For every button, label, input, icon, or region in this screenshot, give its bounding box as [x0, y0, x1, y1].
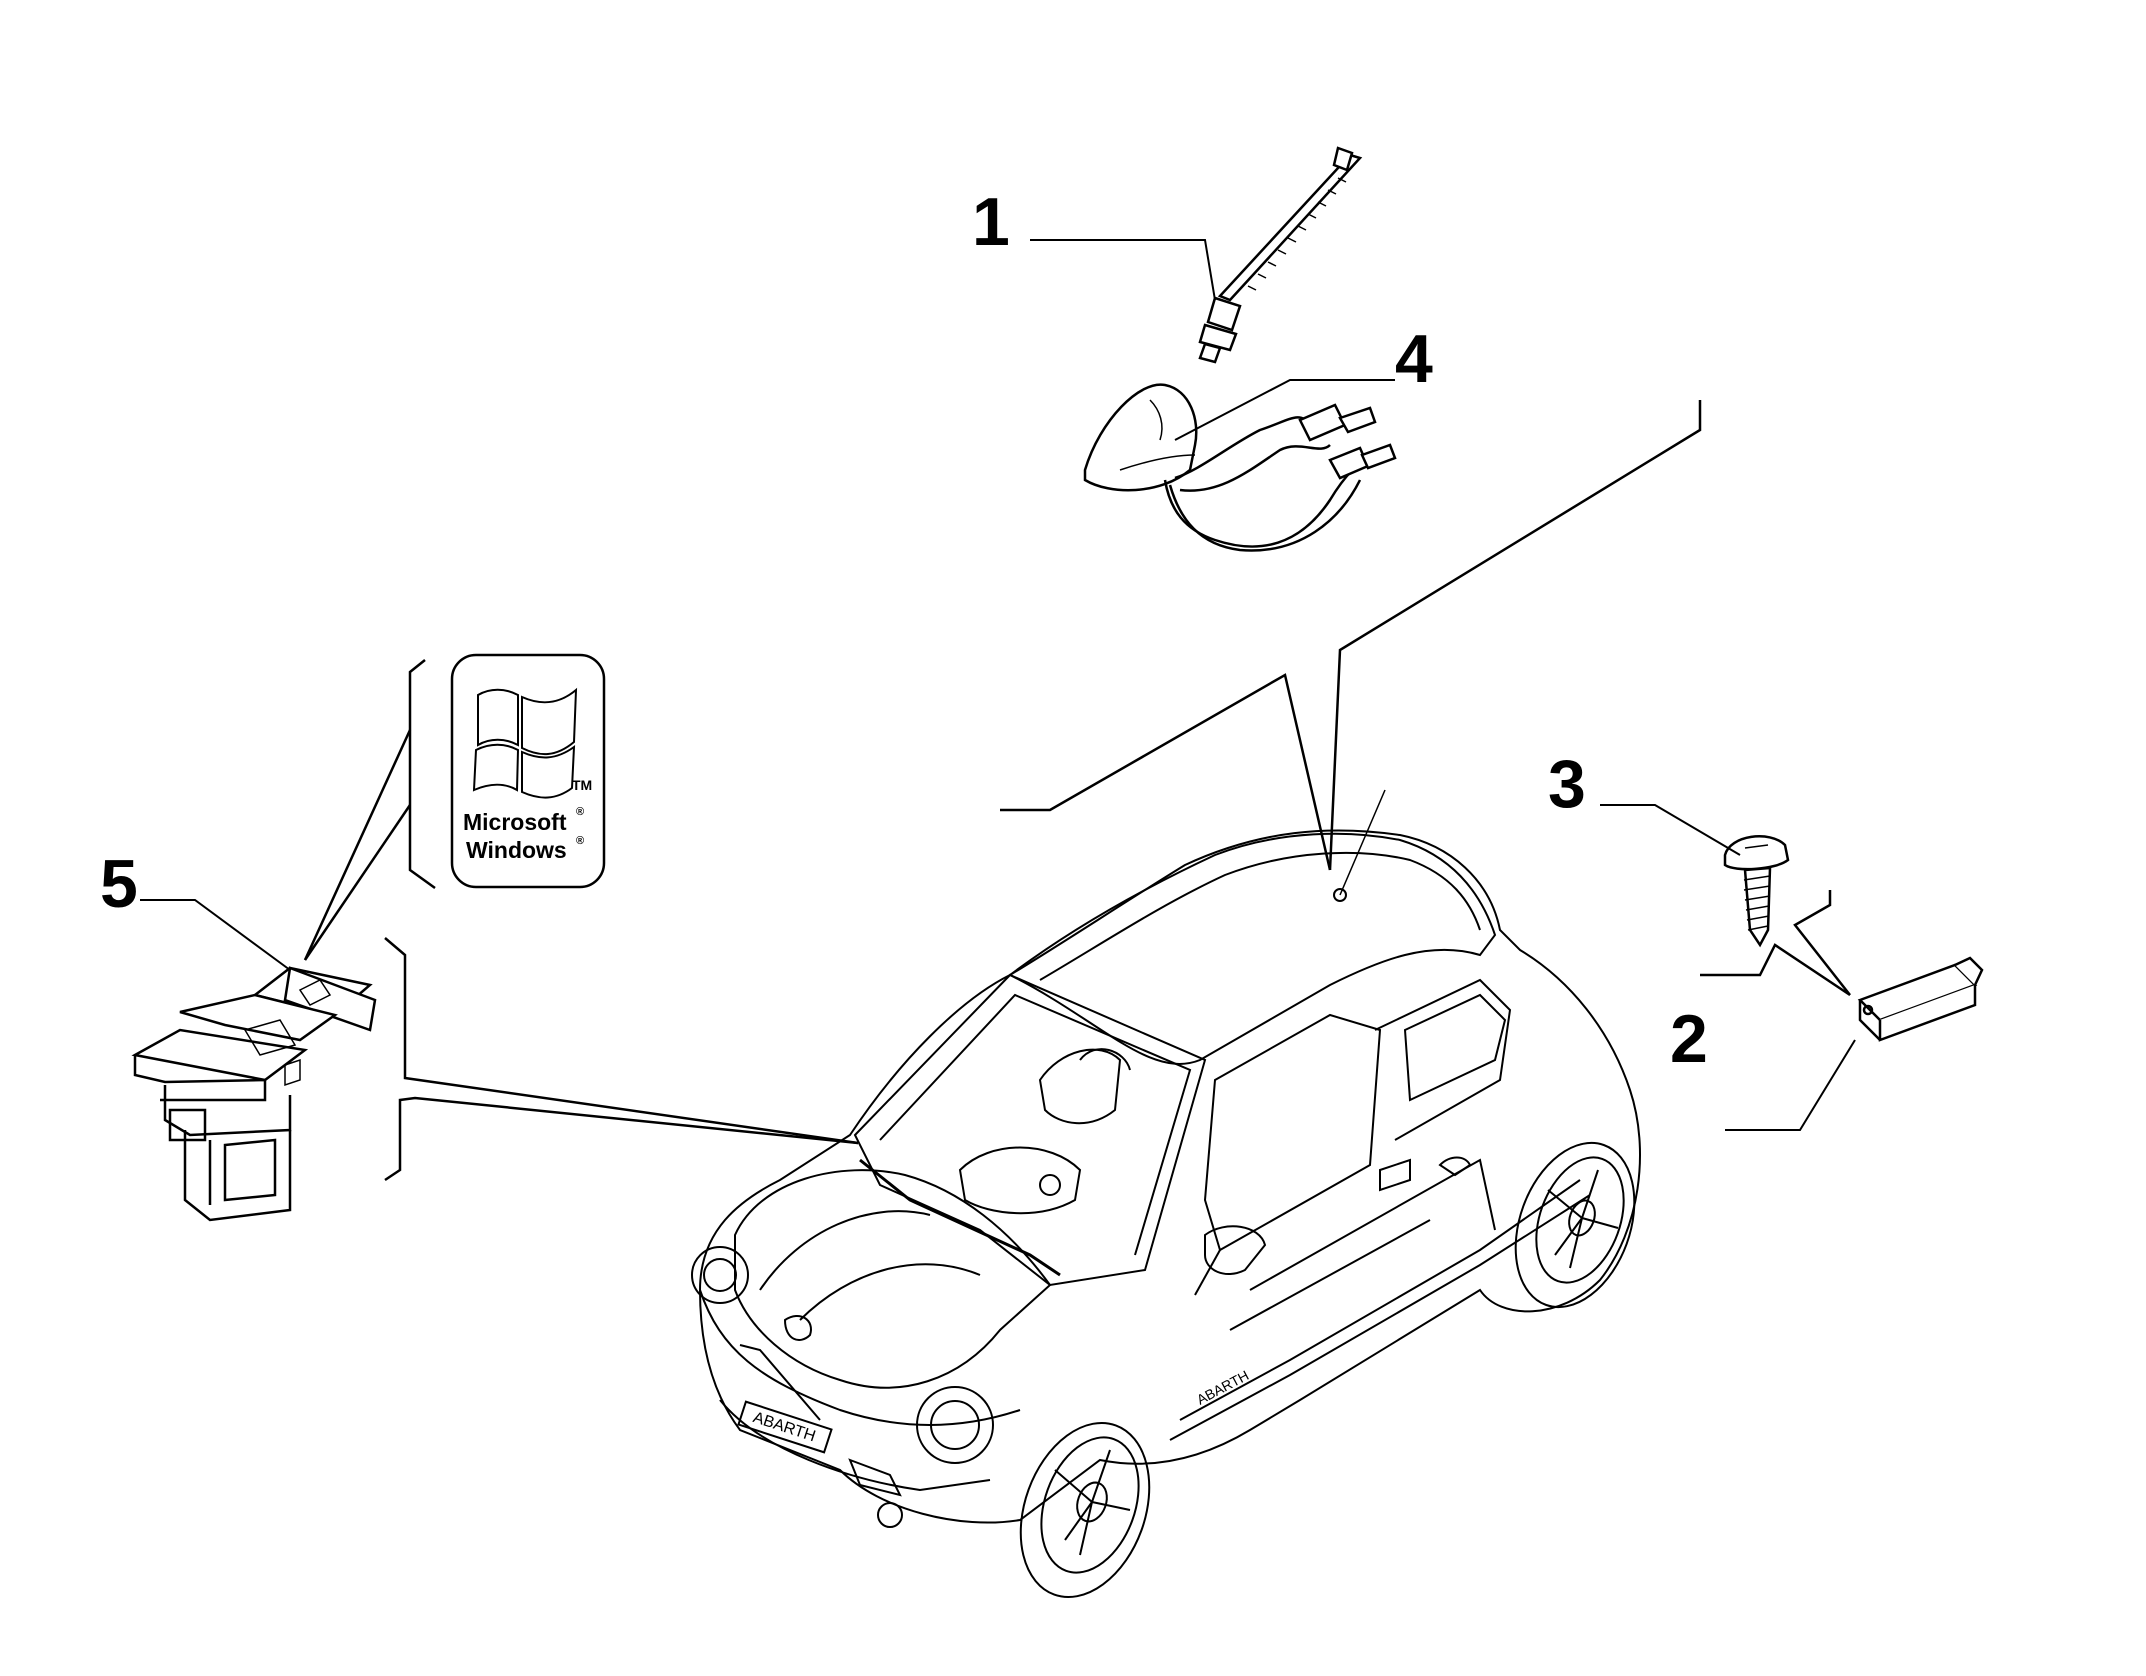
badge-trademark: TM [572, 777, 592, 793]
callout-1: 1 [972, 184, 1010, 260]
callout-5: 5 [100, 846, 138, 922]
badge-registered-mark-1: ® [576, 806, 584, 818]
screw [1600, 804, 1790, 948]
windows-flag-icon [472, 687, 578, 799]
unit-leader-lines [384, 937, 859, 1182]
callout-3: 3 [1548, 746, 1586, 822]
callout-2: 2 [1670, 1001, 1708, 1077]
usb-interface-unit [131, 899, 377, 1222]
antenna-base-with-cables [1083, 379, 1397, 552]
microsoft-windows-badge: TM Microsoft Windows ® ® [450, 653, 606, 889]
badge-registered-mark-2: ® [576, 835, 584, 847]
badge-microsoft-text: Microsoft [463, 809, 567, 835]
antenna-rod [1030, 146, 1363, 364]
amplifier-module [1700, 890, 1984, 1131]
callout-4: 4 [1395, 321, 1433, 397]
car-illustration: ABARTH ABARTH [691, 789, 1641, 1599]
roof-leader-lines [1000, 400, 1702, 871]
badge-windows-text: Windows [466, 837, 567, 863]
badge-leader-lines [303, 659, 436, 961]
